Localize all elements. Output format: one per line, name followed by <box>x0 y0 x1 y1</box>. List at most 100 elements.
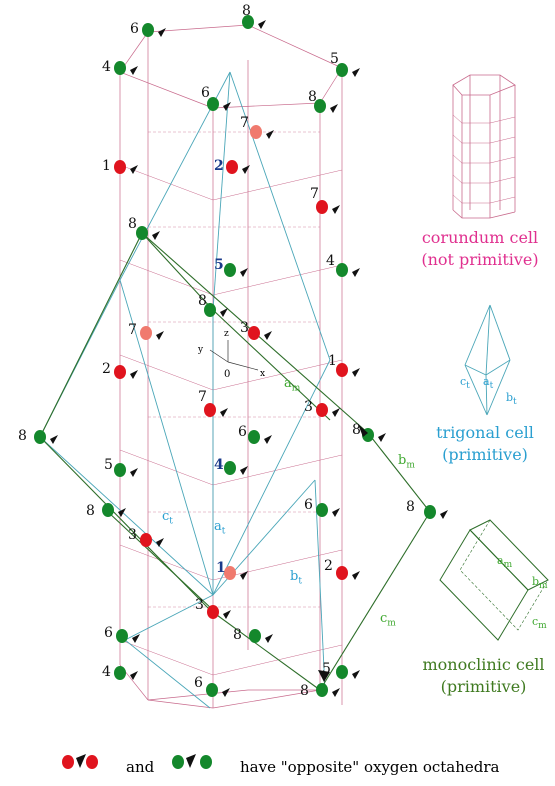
monoclinic-cell-edge <box>212 309 331 421</box>
octahedron-marker <box>50 435 58 444</box>
atom-red <box>316 200 328 214</box>
legend-atom <box>86 755 98 769</box>
atom-number-label: 1 <box>102 158 111 174</box>
octahedron-marker <box>130 671 138 680</box>
atom-green <box>34 430 46 444</box>
mini-cells <box>439 74 549 641</box>
corundum-bottom-edge <box>212 689 321 709</box>
trigonal-cell-edge <box>39 436 214 596</box>
mini-trigonal-edge <box>489 304 511 361</box>
octahedron-marker <box>132 634 140 643</box>
mini-monoclinic-face <box>439 529 529 641</box>
legend-text: have "opposite" oxygen octahedra <box>240 758 500 776</box>
atom-number-label: 5 <box>330 51 339 67</box>
atom-number-label: 1 <box>216 560 226 576</box>
corundum-layer-line <box>119 354 214 391</box>
c-m-arrowhead <box>318 670 330 682</box>
atom-number-label: 7 <box>310 186 319 202</box>
atom-green <box>136 226 148 240</box>
trigonal-cell-edge <box>124 594 214 641</box>
octahedron-marker <box>130 165 138 174</box>
octahedron-marker <box>220 408 228 417</box>
octahedron-marker <box>378 433 386 442</box>
trigonal-cell-edge <box>119 279 214 596</box>
atom-green <box>316 683 328 697</box>
corundum-layer-line <box>212 359 343 391</box>
atom-number-label: 1 <box>328 353 337 369</box>
atom-number-label: 8 <box>233 627 242 643</box>
atom-number-label: 3 <box>240 320 249 336</box>
corundum-top-edge <box>212 102 321 109</box>
atom-green <box>336 263 348 277</box>
octahedron-marker <box>240 571 248 580</box>
axis-origin-label: 0 <box>224 369 231 380</box>
atom-number-label: 7 <box>240 115 249 131</box>
atom-number-label: 8 <box>242 3 251 19</box>
trigonal-cell-edge <box>212 71 231 311</box>
atom-red <box>114 160 126 174</box>
atom-number-label: 6 <box>201 85 210 101</box>
atom-red <box>140 326 152 340</box>
vector-a-t-label: at <box>214 519 226 537</box>
atom-number-label: 4 <box>214 457 224 473</box>
mini-corundum-layer <box>452 194 516 204</box>
mini-trigonal-edge <box>486 359 511 416</box>
trigonal-cell-edge <box>124 639 211 709</box>
atom-number-label: 3 <box>195 597 204 613</box>
monoclinic-cell-edge <box>367 432 431 513</box>
atom-number-label: 6 <box>238 424 247 440</box>
corundum-layer-line <box>212 264 343 296</box>
atom-number-label: 8 <box>406 499 415 515</box>
atom-green <box>336 63 348 77</box>
atom-green <box>102 503 114 517</box>
atom-red <box>336 363 348 377</box>
vector-c-m-label: cm <box>380 611 396 629</box>
atom-number-label: 8 <box>198 293 207 309</box>
mini-c-t-label: ct <box>460 375 470 392</box>
legend-and-text: and <box>126 758 155 776</box>
atom-number-label: 4 <box>326 253 335 269</box>
corundum-cell-caption: corundum cell (not primitive) <box>421 228 539 269</box>
atom-green <box>224 461 236 475</box>
octahedron-marker <box>332 408 340 417</box>
atom-number-label: 3 <box>304 399 313 415</box>
atom-red <box>224 566 236 580</box>
mini-corundum-top <box>452 74 516 96</box>
mini-trigonal-edge <box>464 364 487 376</box>
atom-green <box>204 303 216 317</box>
vector-c-t-label: ct <box>162 509 173 527</box>
atom-red <box>336 566 348 580</box>
vector-a-m-label: am <box>284 376 301 394</box>
atom-number-label: 5 <box>104 457 113 473</box>
corundum-layer-line <box>119 259 214 296</box>
octahedron-marker <box>220 308 228 317</box>
corundum-layer-line <box>119 639 214 676</box>
octahedron-marker <box>223 102 231 111</box>
octahedron-marker <box>265 634 273 643</box>
octahedron-marker <box>264 435 272 444</box>
atom-green <box>316 503 328 517</box>
monoclinic-cell-edge <box>141 232 214 311</box>
mini-corundum-bottom <box>452 209 516 219</box>
atom-red <box>207 605 219 619</box>
atom-green <box>142 23 154 37</box>
atom-green <box>206 683 218 697</box>
octahedron-marker <box>118 508 126 517</box>
octahedron-marker <box>222 688 230 697</box>
octahedron-marker <box>258 20 266 29</box>
octahedron-marker <box>332 205 340 214</box>
mini-trigonal-edge <box>485 374 488 416</box>
axis-z-label: z <box>224 329 229 339</box>
atom-green <box>116 629 128 643</box>
atom-number-label: 6 <box>304 497 313 513</box>
corundum-top-edge <box>147 24 249 33</box>
octahedron-marker <box>130 468 138 477</box>
trigonal-cell-edge <box>212 359 331 596</box>
octahedron-marker <box>352 670 360 679</box>
corundum-layer-line <box>119 544 214 581</box>
atom-green <box>114 61 126 75</box>
mini-monoclinic-hidden <box>459 519 549 631</box>
octahedron-marker <box>156 538 164 547</box>
trigonal-cell-edge <box>229 71 331 361</box>
